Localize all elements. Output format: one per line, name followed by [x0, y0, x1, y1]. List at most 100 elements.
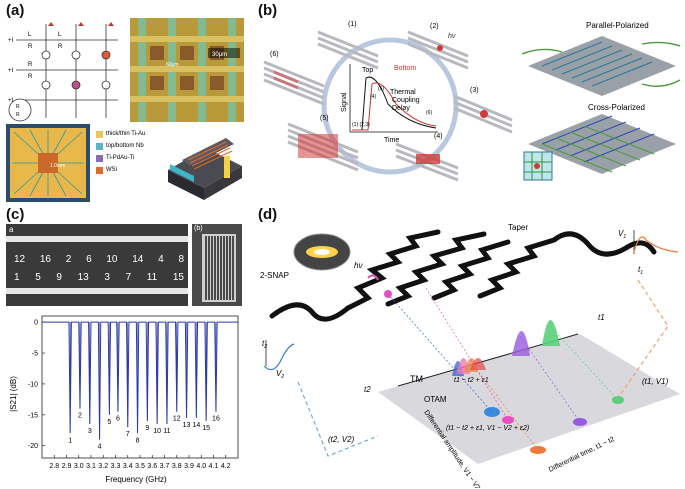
projection-lines — [387, 287, 619, 451]
cross-polarized-label: Cross-Polarized — [588, 103, 645, 112]
nanowire-meander — [269, 229, 657, 322]
resonator-number: 15 — [172, 272, 184, 283]
x-tick-label: 2.9 — [62, 463, 72, 470]
v1-label: V1 — [618, 229, 626, 240]
resonance-label: 15 — [202, 425, 210, 432]
micrograph-scale-label: 30μm — [212, 52, 227, 58]
chip-layout: 1.0mm — [6, 124, 90, 202]
y-tick-label: -10 — [28, 381, 38, 388]
s21-xlabel: Frequency (GHz) — [105, 475, 167, 484]
inset-circle — [8, 98, 32, 122]
taper-label: Taper — [508, 223, 528, 232]
panel-d-label: (d) — [258, 206, 278, 223]
panel-a-label: (a) — [6, 2, 25, 19]
resonance-label: 10 — [153, 428, 161, 435]
resonance-label: 12 — [173, 416, 181, 423]
resonance-label: 11 — [163, 428, 170, 435]
plot-top-label: Top — [362, 67, 373, 74]
legend-item: WSi — [96, 164, 162, 176]
x-tick-label: 4.2 — [221, 463, 231, 470]
component-label-r3: R — [28, 74, 33, 80]
inset-a-label: a — [9, 225, 14, 234]
step-4-label: (4) — [434, 133, 443, 140]
x-tick-label: 3.4 — [123, 463, 133, 470]
resonance-label: 6 — [116, 416, 120, 423]
legend-item: Ti-PdAu-Ti — [96, 152, 162, 164]
resonator-number: 9 — [56, 272, 62, 283]
resonator-micrograph: a 12 16 2 6 10 14 4 8 1 5 9 13 3 7 11 15 — [6, 224, 188, 306]
step-4-wires — [395, 142, 459, 182]
micrograph: 30μm 60μm — [130, 18, 244, 122]
snap-label: 2-SNAP — [260, 271, 289, 280]
step-1-label: (1) — [348, 21, 357, 28]
x-tick-label: 3.6 — [147, 463, 157, 470]
resonance-label: 1 — [68, 437, 72, 444]
resonance-label: 2 — [78, 413, 82, 420]
step-1-wires — [317, 30, 379, 70]
legend-swatch — [96, 154, 103, 162]
v2-label: V2 — [276, 369, 284, 380]
pair-1-label: (t1, V1) — [642, 377, 669, 386]
y-tick-label: 0 — [34, 320, 38, 327]
resonance-label: 16 — [212, 416, 220, 423]
otam-expression: (t1 − t2 + ε1, V1 − V2 + ε2) — [446, 425, 529, 432]
component-label-r1: R — [28, 44, 33, 50]
route-arrow-2 — [297, 381, 379, 457]
feedline-bottom — [6, 288, 188, 294]
pair-2-label: (t2, V2) — [328, 435, 355, 444]
step-3-label: (3) — [470, 87, 479, 94]
step-2-label: (2) — [430, 23, 439, 30]
panel-b-label: (b) — [258, 2, 278, 19]
resonator-detail: (b) — [192, 224, 242, 306]
s21-ylabel: |S21| (dB) — [9, 376, 18, 412]
resonator-number: 6 — [86, 254, 92, 265]
step-2-wires — [407, 30, 469, 70]
step-5-label: (5) — [320, 115, 329, 122]
panel-c-label: (c) — [6, 206, 25, 223]
resonator-number: 3 — [104, 272, 110, 283]
plot-ylabel: Signal — [341, 92, 348, 112]
y-tick-label: -20 — [28, 443, 38, 450]
component-label-r4: R — [28, 62, 33, 68]
legend-label: WSi — [106, 167, 117, 173]
photon-icon — [367, 274, 379, 281]
chip-center-label: 1.0mm — [50, 163, 65, 169]
inset-label-r2: R — [16, 112, 20, 118]
resonator-meander — [202, 234, 236, 302]
plot-mark-5: (5) — [378, 86, 384, 92]
inset-b-label: (b) — [194, 225, 203, 232]
plot-mark-4: (4) — [370, 94, 376, 100]
y-tick-label: -5 — [32, 351, 38, 358]
chip-legend: thick/thin Ti-Au top/bottom Nb Ti-PdAu-T… — [96, 128, 162, 176]
x-tick-label: 3.0 — [74, 463, 84, 470]
plot-mark-1: (1) (2,3) — [352, 122, 370, 128]
component-label-l1: L — [28, 32, 32, 38]
resonator-number: 12 — [14, 254, 26, 265]
pulse-v2 — [263, 340, 295, 371]
component-label-r2: R — [58, 44, 63, 50]
tm-histogram — [452, 320, 560, 376]
x-tick-label: 3.8 — [172, 463, 182, 470]
signal-plot: Signal Time Top Bottom Thermal Coupling … — [341, 64, 438, 144]
y-tick-label: -15 — [28, 412, 38, 419]
circuit-schematic: +I +I +I L R L R R R R R — [6, 18, 124, 122]
cycle-arrow — [321, 37, 459, 175]
snap-readout-diagram: 2-SNAP hν Taper V1 t1 t2 V2 t1 t2 (t1, V… — [260, 223, 680, 488]
bottom-number-row: 1 5 9 13 3 7 11 15 — [14, 272, 184, 283]
micrograph-scale2-label: 60μm — [166, 62, 179, 68]
top-number-row: 12 16 2 6 10 14 4 8 — [14, 254, 184, 265]
x-tick-label: 3.2 — [98, 463, 108, 470]
resonator-number: 8 — [178, 254, 184, 265]
resonator-number: 10 — [106, 254, 118, 265]
x-tick-label: 3.3 — [111, 463, 121, 470]
step-6-label: (6) — [270, 51, 279, 58]
t2-left-label: t2 — [364, 385, 371, 394]
s21-trace — [42, 321, 238, 440]
resonance-label: 8 — [136, 437, 140, 444]
resonance-label: 13 — [183, 422, 191, 429]
tm-label: TM — [410, 374, 423, 384]
step-5-wires — [287, 122, 359, 172]
t1-right-label: t1 — [598, 313, 605, 322]
plot-mark-6: (6) — [426, 110, 432, 116]
